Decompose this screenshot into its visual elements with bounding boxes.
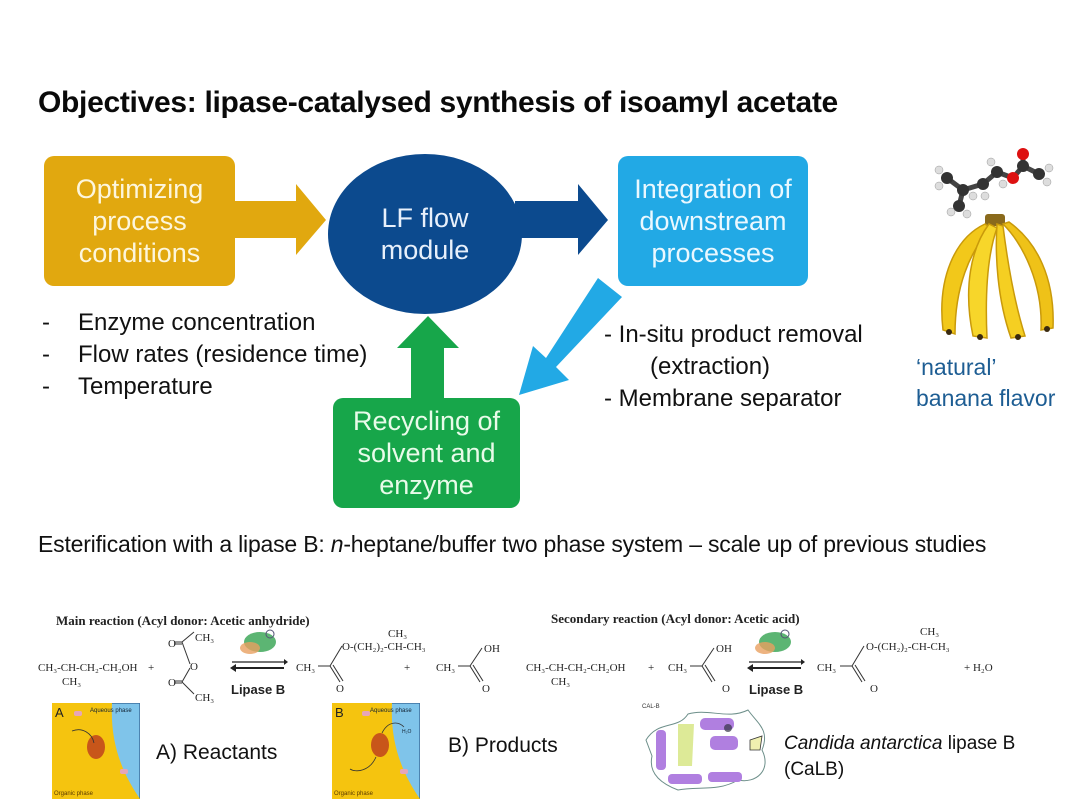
- hydroxyl-group: OH: [484, 643, 500, 655]
- methyl-group: CH₃: [195, 632, 215, 644]
- downstream-list: - In-situ product removal (extraction) -…: [604, 319, 863, 415]
- panel-b-caption: B) Products: [448, 734, 558, 757]
- methyl-group: CH₃: [817, 662, 837, 674]
- lf-flow-module-label: LF flow module: [380, 203, 470, 265]
- organic-phase-label: Organic phase: [334, 791, 374, 797]
- arrow-recycling-to-module: [397, 316, 459, 398]
- list-item: -Temperature: [42, 373, 213, 400]
- enzyme-structure-icon: [240, 629, 276, 654]
- arrow-downstream-to-recycling: [519, 278, 622, 395]
- banana-molecule-image: [934, 148, 1054, 340]
- alcohol-formula: CH₃-CH-CH₂-CH₂OH: [38, 662, 138, 674]
- methyl-group: CH₃: [436, 662, 456, 674]
- panel-b-letter: B: [335, 705, 344, 720]
- secondary-equilibrium-arrows: [747, 629, 805, 672]
- aqueous-phase-label: Aqueous phase: [370, 708, 412, 714]
- banana-flavor-caption: ‘natural’ banana flavor: [916, 354, 1056, 411]
- slide-title: Objectives: lipase-catalysed synthesis o…: [38, 86, 838, 119]
- water-product: + H₂O: [964, 662, 993, 674]
- lipase-b-label: Lipase B: [231, 682, 286, 697]
- enzyme-structure-icon: [755, 629, 791, 654]
- list-item-sub: (extraction): [650, 353, 771, 380]
- plus-sign: +: [648, 662, 655, 674]
- recycling-label: Recycling of solvent and enzyme: [352, 406, 501, 500]
- ester-chain: O-(CH₂)₂-CH-CH₃: [866, 641, 950, 653]
- carbonyl-oxygen: O: [722, 683, 730, 695]
- lipase-b-label: Lipase B: [749, 682, 804, 697]
- ester-chain: O-(CH₂)₂-CH-CH₃: [342, 641, 426, 653]
- anhydride-oxygen: O: [168, 638, 176, 650]
- aqueous-phase-label: Aqueous phase: [90, 708, 132, 714]
- alcohol-formula: CH₃-CH-CH₂-CH₂OH: [526, 662, 626, 674]
- list-item: -Enzyme concentration: [42, 309, 316, 336]
- banana-bunch-icon: [941, 214, 1054, 340]
- recycling-box: Recycling of solvent and enzyme: [333, 398, 520, 508]
- lf-flow-module-circle: LF flow module: [328, 154, 522, 314]
- carbonyl-oxygen: O: [482, 683, 490, 695]
- acid-bonds: [690, 647, 716, 683]
- isoamyl-acetate-molecule-icon: [934, 148, 1054, 219]
- plus-sign: +: [148, 662, 155, 674]
- panel-a-letter: A: [55, 705, 64, 720]
- calb-caption: Candida antarctica lipase B (CaLB): [784, 733, 1016, 780]
- panel-a-caption: A) Reactants: [156, 741, 278, 764]
- methyl-group: CH₃: [195, 692, 215, 704]
- ester-bonds: [840, 645, 866, 683]
- alcohol-branch: CH₃: [62, 676, 82, 688]
- cal-b-tag: CAL-B: [642, 704, 660, 710]
- list-item: - Membrane separator: [604, 385, 842, 412]
- methyl-group: CH₃: [296, 662, 316, 674]
- process-conditions-box: Optimizing process conditions: [44, 156, 235, 286]
- carbonyl-oxygen: O: [870, 683, 878, 695]
- acetic-anhydride-structure: [174, 631, 195, 695]
- main-reaction-heading: Main reaction (Acyl donor: Acetic anhydr…: [56, 613, 310, 628]
- organic-phase-label: Organic phase: [54, 791, 94, 797]
- panel-a-reactants-figure: A Aqueous phase Organic phase: [52, 703, 140, 799]
- arrow-optimizing-to-module: [234, 184, 326, 255]
- ester-branch: CH₃: [388, 628, 408, 640]
- process-parameters-list: -Enzyme concentration -Flow rates (resid…: [42, 307, 367, 403]
- methyl-group: CH₃: [668, 662, 688, 674]
- ester-bonds: [318, 645, 344, 683]
- alcohol-branch: CH₃: [551, 676, 571, 688]
- acid-bonds: [458, 647, 484, 683]
- anhydride-oxygen: O: [168, 677, 176, 689]
- carbonyl-oxygen: O: [336, 683, 344, 695]
- downstream-box: Integration of downstream processes: [618, 156, 808, 286]
- hydroxyl-group: OH: [716, 643, 732, 655]
- downstream-label: Integration of downstream processes: [634, 174, 792, 268]
- anhydride-oxygen: O: [190, 661, 198, 673]
- water-label: H₂O: [402, 729, 412, 735]
- main-equilibrium-arrows: [230, 629, 288, 672]
- panel-b-products-figure: B Aqueous phase H₂O Organic phase: [332, 703, 420, 799]
- ester-branch: CH₃: [920, 626, 940, 638]
- secondary-reaction-heading: Secondary reaction (Acyl donor: Acetic a…: [551, 611, 800, 626]
- esterification-description: Esterification with a lipase B: n-heptan…: [38, 531, 987, 557]
- list-item: - In-situ product removal: [604, 321, 863, 348]
- plus-sign: +: [404, 662, 411, 674]
- calb-protein-structure-figure: CAL-B: [642, 704, 766, 791]
- list-item: -Flow rates (residence time): [42, 341, 368, 368]
- arrow-module-to-downstream: [515, 184, 608, 255]
